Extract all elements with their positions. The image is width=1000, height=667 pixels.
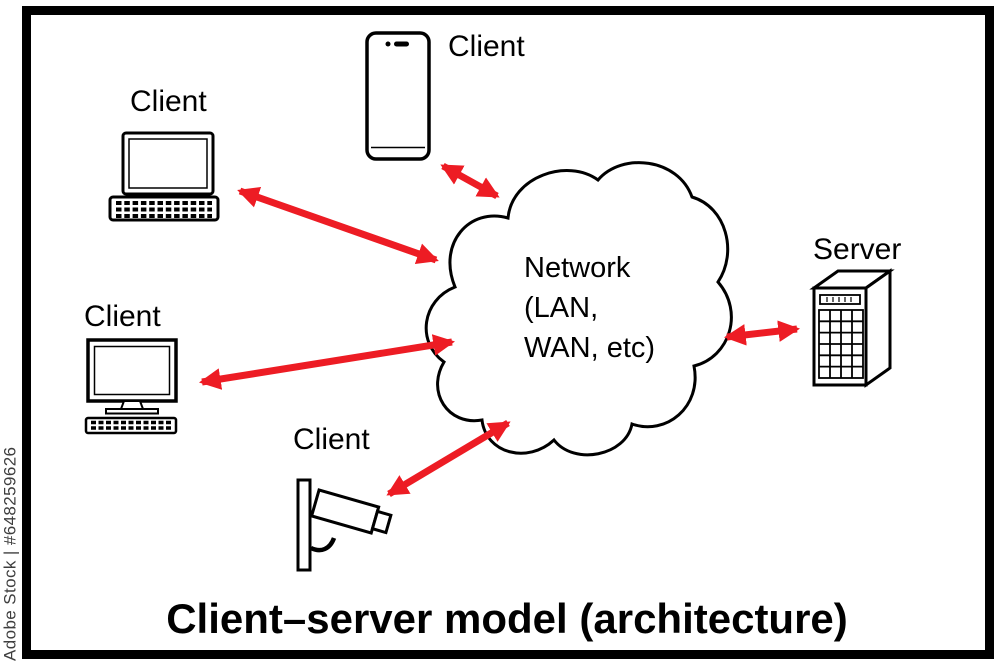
desktop-monitor-icon <box>84 338 178 435</box>
connection-arrows <box>199 162 801 498</box>
arrow-phone-network <box>440 162 500 200</box>
diagram-title: Client–server model (architecture) <box>166 595 848 642</box>
security-camera-icon <box>296 478 393 572</box>
laptop-icon <box>108 131 220 222</box>
desktop-client-node: Client <box>84 300 178 435</box>
server-label: Server <box>813 233 901 266</box>
cloud-label-line2: (LAN, <box>524 292 598 324</box>
camera-client-label: Client <box>293 423 370 456</box>
smartphone-icon <box>365 31 431 161</box>
arrow-laptop-network <box>237 186 439 265</box>
border-frame <box>22 6 994 659</box>
server-node: Server <box>809 233 901 388</box>
watermark-text: Adobe Stock | #648259626 <box>1 447 20 661</box>
laptop-client-node: Client <box>108 85 220 222</box>
cloud-label-line1: Network <box>524 252 631 284</box>
arrow-network-server <box>723 320 801 346</box>
server-tower-icon <box>809 268 895 388</box>
smartphone-client-label: Client <box>448 30 525 63</box>
arrow-desktop-network <box>199 334 455 390</box>
smartphone-client-node: Client <box>365 30 525 161</box>
cloud-label-line3: WAN, etc) <box>524 332 655 364</box>
network-cloud-node: Network (LAN, WAN, etc) <box>424 161 733 457</box>
desktop-client-label: Client <box>84 300 161 333</box>
cloud-shape <box>424 161 733 457</box>
camera-client-node: Client <box>293 423 393 572</box>
arrow-camera-network <box>386 419 511 498</box>
laptop-client-label: Client <box>130 85 207 118</box>
